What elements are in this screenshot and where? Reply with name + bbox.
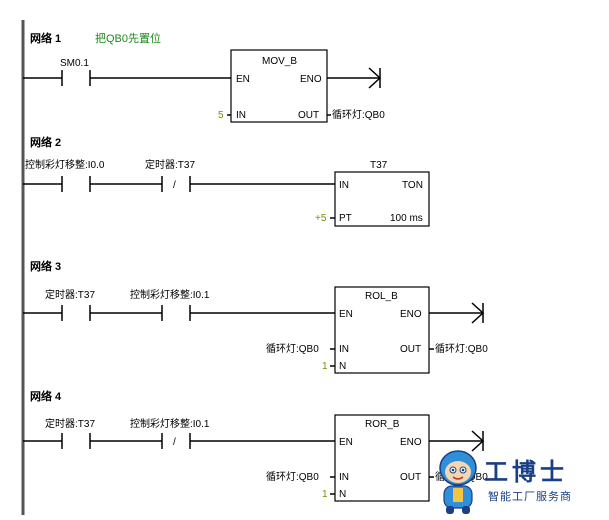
mov-b-in: IN — [236, 110, 246, 121]
ror-b-title: ROR_B — [365, 419, 400, 430]
t37-contact-label: 定时器:T37 — [45, 417, 95, 430]
mov-b-en: EN — [236, 74, 250, 85]
mov-b-box[interactable] — [230, 49, 328, 123]
rol-b-out-operand: 循环灯:QB0 — [435, 342, 488, 355]
ton-in: IN — [339, 180, 349, 191]
network-4[interactable]: 网络 4 定时器:T37 控制彩灯移整:I0.1 / ROR_B EN ENO … — [23, 389, 488, 502]
network-4-title: 网络 4 — [30, 389, 62, 403]
network-1-comment: 把QB0先置位 — [95, 31, 161, 45]
mov-b-title: MOV_B — [262, 56, 297, 67]
rol-b-en: EN — [339, 309, 353, 320]
ton-pt-value: +5 — [315, 213, 327, 224]
ton-box[interactable] — [334, 171, 430, 227]
t37-contact-label: 定时器:T37 — [45, 288, 95, 301]
i01-contact-label: 控制彩灯移整:I0.1 — [130, 417, 210, 430]
rol-b-in: IN — [339, 344, 349, 355]
ror-b-en: EN — [339, 437, 353, 448]
ror-b-box[interactable] — [334, 414, 430, 502]
ror-b-in: IN — [339, 472, 349, 483]
rol-b-in-operand: 循环灯:QB0 — [266, 342, 319, 355]
mov-b-in-value: 5 — [218, 110, 224, 121]
watermark-brand: 工博士 — [484, 458, 568, 486]
t37-box-label: T37 — [370, 160, 388, 171]
ror-b-out: OUT — [400, 472, 421, 483]
mov-b-out-operand: 循环灯:QB0 — [332, 108, 385, 121]
ton-type: TON — [402, 180, 423, 191]
ror-b-eno: ENO — [400, 437, 422, 448]
network-3[interactable]: 网络 3 定时器:T37 控制彩灯移整:I0.1 ROL_B EN ENO IN… — [23, 259, 488, 374]
rol-b-n: N — [339, 361, 346, 372]
sm01-contact-label: SM0.1 — [60, 58, 89, 69]
rol-b-n-value: 1 — [322, 361, 328, 372]
network-1[interactable]: 网络 1 把QB0先置位 SM0.1 MOV_B EN ENO IN OUT 5… — [23, 31, 385, 123]
rol-b-title: ROL_B — [365, 291, 398, 302]
mov-b-out: OUT — [298, 110, 319, 121]
nc-slash: / — [173, 180, 176, 191]
mov-b-eno: ENO — [300, 74, 322, 85]
network-1-title: 网络 1 — [30, 31, 61, 45]
nc-slash: / — [173, 437, 176, 448]
ton-pt: PT — [339, 213, 352, 224]
ror-b-n: N — [339, 489, 346, 500]
network-2-title: 网络 2 — [30, 135, 61, 149]
rol-b-eno: ENO — [400, 309, 422, 320]
i01-contact-label: 控制彩灯移整:I0.1 — [130, 288, 210, 301]
i00-contact-label: 控制彩灯移整:I0.0 — [25, 158, 105, 171]
rol-b-out: OUT — [400, 344, 421, 355]
t37-contact-label: 定时器:T37 — [145, 158, 195, 171]
watermark-subtitle: 智能工厂服务商 — [488, 490, 572, 503]
ton-resolution: 100 ms — [390, 213, 423, 224]
network-2[interactable]: 网络 2 控制彩灯移整:I0.0 定时器:T37 / T37 IN TON PT… — [23, 135, 430, 227]
ror-b-in-operand: 循环灯:QB0 — [266, 470, 319, 483]
ror-b-n-value: 1 — [322, 489, 328, 500]
watermark-logo: 工博士 智能工厂服务商 — [432, 446, 608, 518]
mascot-icon — [439, 450, 477, 514]
network-3-title: 网络 3 — [30, 259, 61, 273]
rol-b-box[interactable] — [334, 286, 430, 374]
